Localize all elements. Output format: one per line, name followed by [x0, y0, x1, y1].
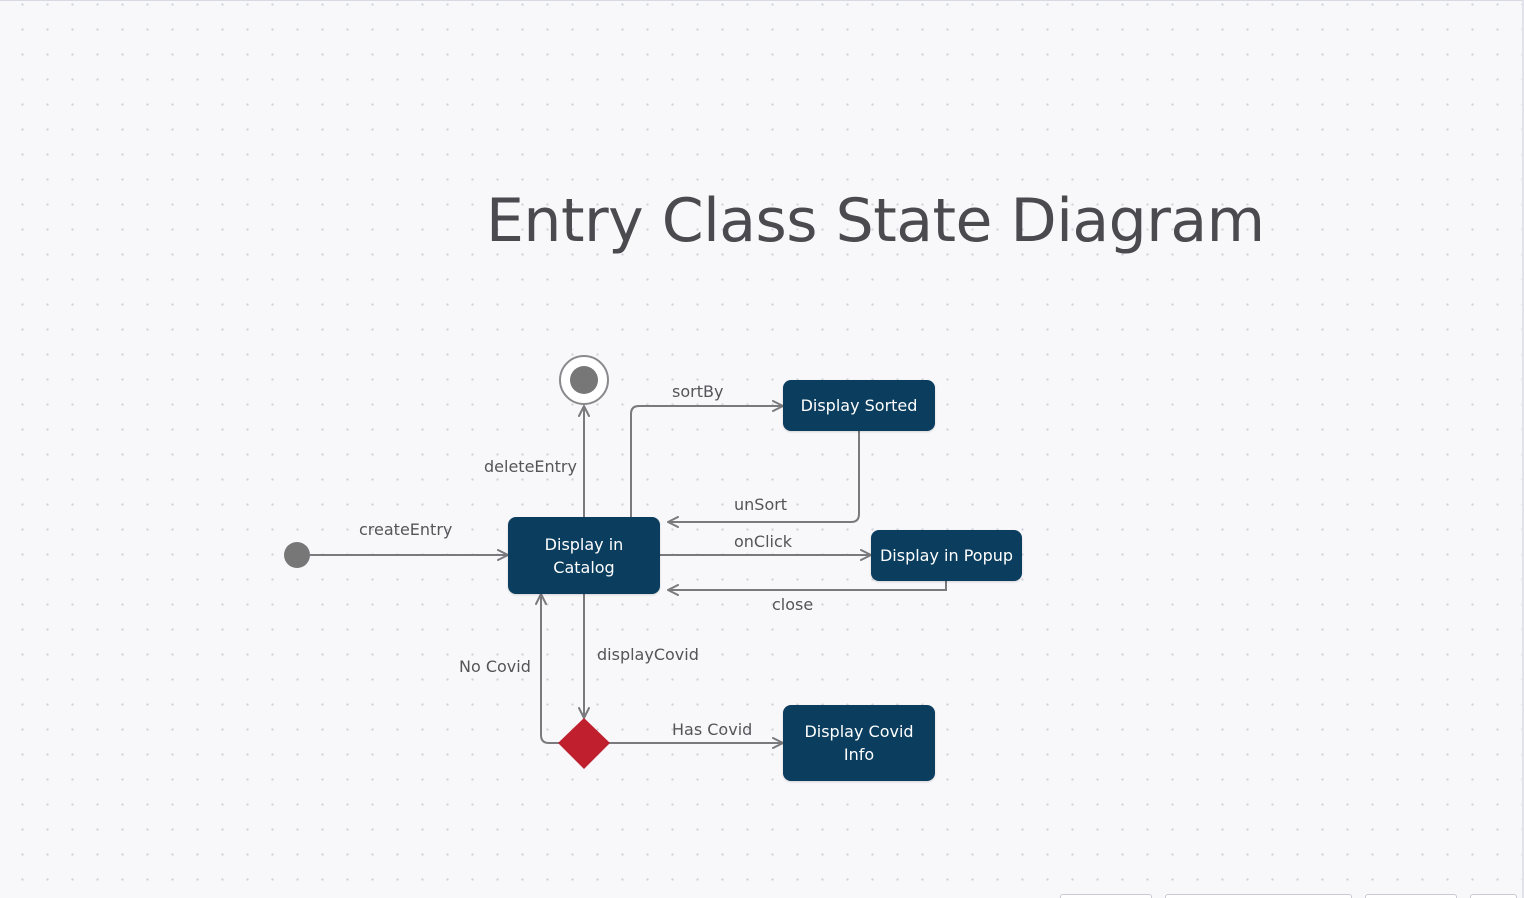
state-display-sorted[interactable]: Display Sorted — [783, 380, 935, 431]
state-label: Display Sorted — [800, 396, 918, 415]
label-has-covid: Has Covid — [672, 720, 753, 739]
state-display-in-catalog[interactable]: Display in Catalog — [508, 517, 660, 594]
label-delete-entry: deleteEntry — [484, 457, 577, 476]
state-label-line-2: Info — [843, 745, 875, 764]
state-label-line-2: Catalog — [553, 557, 615, 577]
decision-node[interactable] — [558, 718, 610, 769]
toolbar-tab[interactable] — [1060, 894, 1152, 898]
state-label-line-1: Display Covid — [804, 722, 914, 741]
diagram-title: Entry Class State Diagram — [486, 186, 1265, 256]
state-label: Display in Popup — [879, 546, 1014, 565]
label-close: close — [772, 595, 814, 614]
label-no-covid: No Covid — [459, 657, 531, 676]
label-un-sort: unSort — [734, 495, 788, 514]
toolbar-tab[interactable] — [1365, 894, 1457, 898]
toolbar-tab[interactable] — [1165, 894, 1352, 898]
transition-no-covid[interactable] — [535, 593, 560, 744]
transition-close[interactable] — [667, 581, 947, 596]
transition-sort-by[interactable] — [630, 400, 784, 517]
transition-un-sort[interactable] — [667, 431, 860, 528]
state-display-in-popup[interactable]: Display in Popup — [871, 530, 1022, 581]
right-border — [1522, 0, 1524, 898]
final-node[interactable] — [559, 355, 609, 405]
label-create-entry: createEntry — [359, 520, 453, 539]
label-sort-by: sortBy — [672, 382, 724, 401]
state-display-covid-info[interactable]: Display Covid Info — [783, 705, 935, 781]
label-on-click: onClick — [734, 532, 793, 551]
state-label-line-1: Display in — [544, 534, 624, 554]
initial-node[interactable] — [284, 542, 310, 568]
top-border — [0, 0, 1524, 1]
toolbar-tab[interactable] — [1470, 894, 1517, 898]
label-display-covid: displayCovid — [597, 645, 699, 664]
